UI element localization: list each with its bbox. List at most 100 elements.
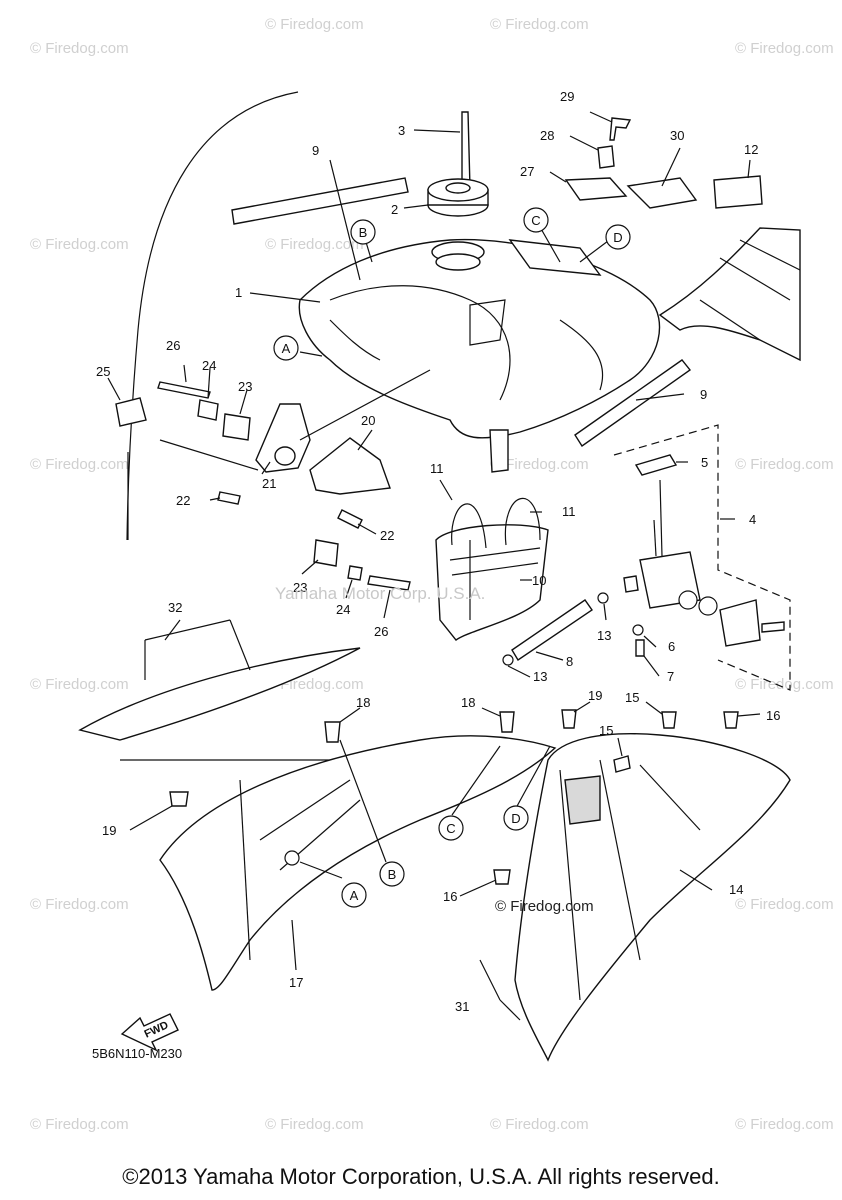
watermark: © Firedog.com	[30, 676, 129, 693]
ref-letter-a: A	[273, 335, 299, 361]
watermark: © Firedog.com	[30, 1116, 129, 1133]
callout-29: 29	[560, 89, 574, 104]
fuel-tank	[298, 238, 661, 473]
screw	[761, 621, 785, 633]
damper-strip	[574, 359, 692, 447]
bolt	[157, 381, 211, 399]
decal-graphic	[78, 647, 361, 741]
band	[504, 497, 541, 546]
damper	[222, 413, 251, 441]
callout-14: 14	[729, 882, 743, 897]
callout-11: 11	[430, 461, 444, 476]
bracket	[564, 177, 628, 201]
callout-13: 13	[597, 628, 611, 643]
svg-text:A: A	[282, 341, 291, 356]
screw	[723, 711, 739, 729]
joint	[623, 575, 639, 593]
callout-5: 5	[701, 455, 708, 470]
callout-32: 32	[168, 600, 182, 615]
decal-graphic	[564, 775, 601, 825]
callout-25: 25	[96, 364, 110, 379]
callout-24: 24	[202, 358, 216, 373]
watermark: © Firedog.com	[490, 1116, 589, 1133]
callout-27: 27	[520, 164, 534, 179]
callout-11: 11	[562, 504, 576, 519]
callout-13: 13	[533, 669, 547, 684]
inline-watermark: © Firedog.com	[495, 898, 594, 915]
screw	[493, 869, 511, 885]
collar	[347, 565, 363, 581]
lever	[719, 599, 761, 647]
forward-arrow-icon: FWD	[120, 1013, 179, 1052]
watermark: © Firedog.com	[735, 1116, 834, 1133]
watermark: © Firedog.com	[490, 456, 589, 473]
center-watermark: Yamaha Motor Corp. U.S.A.	[275, 584, 486, 603]
svg-text:C: C	[446, 821, 455, 836]
callout-2: 2	[391, 202, 398, 217]
watermark: © Firedog.com	[735, 456, 834, 473]
watermark: © Firedog.com	[735, 896, 834, 913]
bolt	[367, 575, 411, 591]
callout-28: 28	[540, 128, 554, 143]
watermark: © Firedog.com	[735, 40, 834, 57]
ref-letter-b: B	[379, 861, 405, 887]
bolt	[499, 711, 515, 733]
collar	[197, 399, 219, 421]
drawing-code: 5B6N110-M230	[92, 1046, 183, 1061]
collar	[597, 145, 615, 169]
callout-15: 15	[599, 723, 613, 738]
ref-letter-a: A	[341, 882, 367, 908]
screw	[635, 639, 645, 657]
screw	[561, 709, 577, 729]
band	[451, 503, 487, 549]
callout-10: 10	[532, 573, 546, 588]
watermark: © Firedog.com	[30, 456, 129, 473]
callout-21: 21	[262, 476, 276, 491]
callout-26: 26	[374, 624, 388, 639]
callout-16: 16	[443, 889, 457, 904]
fuel-cap	[427, 178, 489, 217]
fuel-hose	[511, 599, 593, 661]
hose-arc	[126, 91, 299, 541]
tool-bag	[435, 524, 549, 641]
watermark: © Firedog.com	[30, 40, 129, 57]
copyright-notice: ©2013 Yamaha Motor Corporation, U.S.A. A…	[122, 1164, 720, 1189]
watermark: © Firedog.com	[30, 896, 129, 913]
screw	[169, 791, 189, 807]
callout-7: 7	[667, 669, 674, 684]
callout-23: 23	[238, 379, 252, 394]
damper	[313, 539, 339, 567]
callout-4: 4	[749, 512, 756, 527]
fuel-breather-hose	[461, 111, 471, 189]
callout-16: 16	[766, 708, 780, 723]
cover	[626, 177, 698, 209]
svg-text:C: C	[531, 213, 540, 228]
callout-20: 20	[361, 413, 375, 428]
svg-text:A: A	[350, 888, 359, 903]
bolt	[661, 711, 677, 729]
side-cover-right	[514, 733, 791, 1062]
fuel-cock-group	[613, 424, 791, 691]
clamp	[115, 397, 147, 427]
side-cover-left	[159, 735, 557, 991]
callout-18: 18	[356, 695, 370, 710]
bolt	[613, 755, 631, 773]
svg-text:D: D	[613, 230, 622, 245]
callout-24: 24	[336, 602, 350, 617]
callout-9: 9	[700, 387, 707, 402]
ref-letter-d: D	[605, 224, 631, 250]
callout-19: 19	[588, 688, 602, 703]
callout-18: 18	[461, 695, 475, 710]
watermark: © Firedog.com	[265, 236, 364, 253]
watermark: © Firedog.com	[30, 236, 129, 253]
svg-text:B: B	[388, 867, 397, 882]
watermark: © Firedog.com	[490, 16, 589, 33]
callout-12: 12	[744, 142, 758, 157]
watermark: © Firedog.com	[265, 1116, 364, 1133]
callout-15: 15	[625, 690, 639, 705]
gasket	[634, 454, 678, 476]
ref-letter-c: C	[438, 815, 464, 841]
callout-19: 19	[102, 823, 116, 838]
ref-letter-b: B	[350, 219, 376, 245]
bracket-21	[255, 403, 311, 473]
